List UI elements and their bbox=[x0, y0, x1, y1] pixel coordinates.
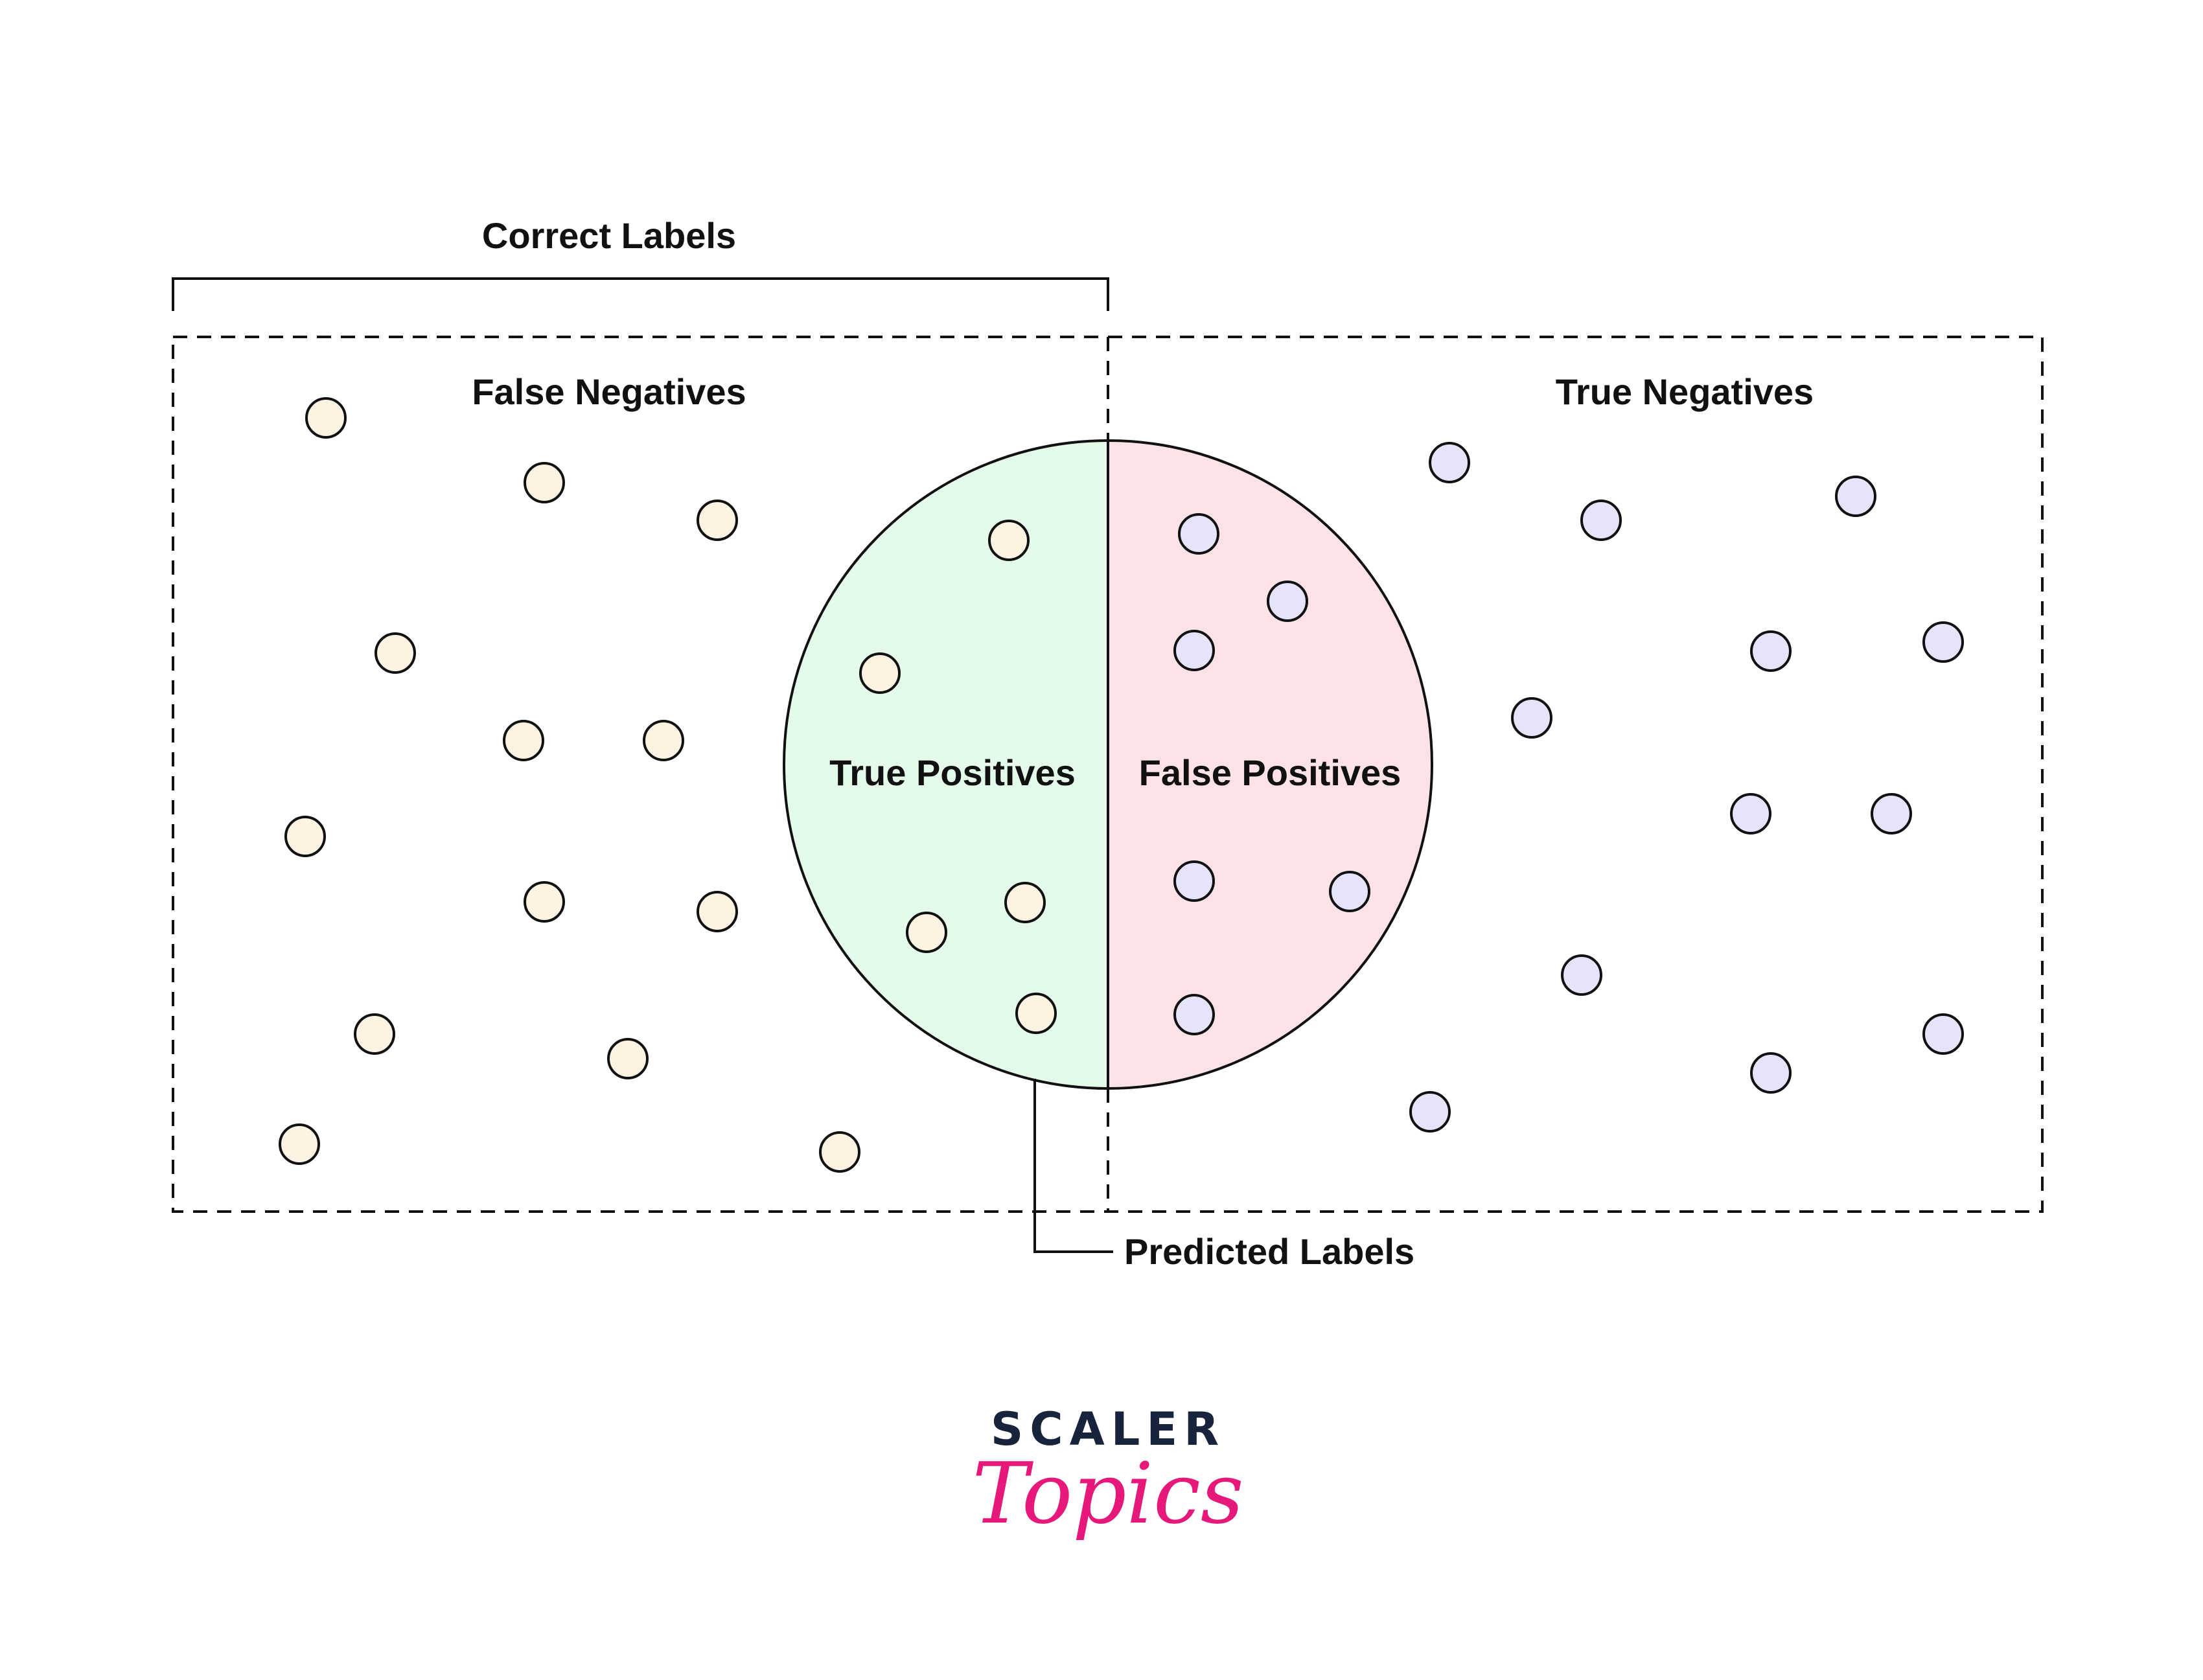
true-positive-point bbox=[906, 912, 947, 953]
false-negative-point bbox=[375, 632, 416, 674]
false-positive-point bbox=[1173, 994, 1215, 1035]
false-positive-point bbox=[1173, 630, 1215, 671]
true-positive-point bbox=[1015, 993, 1057, 1034]
false-positive-region bbox=[1108, 441, 1432, 1088]
true-negative-point bbox=[1750, 1052, 1792, 1094]
false-negative-point bbox=[819, 1131, 860, 1173]
true-negative-point bbox=[1429, 442, 1470, 483]
true-positive-point bbox=[859, 652, 901, 694]
true-negative-point bbox=[1730, 793, 1771, 834]
logo-scaler-text: SCALER bbox=[991, 1403, 1225, 1456]
true-negative-point bbox=[1922, 621, 1964, 663]
predicted-labels-title: Predicted Labels bbox=[1124, 1231, 1414, 1272]
logo-topics-text: Topics bbox=[972, 1444, 1243, 1543]
true-positive-point bbox=[988, 520, 1030, 561]
true-negative-point bbox=[1561, 954, 1602, 996]
scaler-topics-logo: SCALER Topics bbox=[972, 1403, 1243, 1543]
correct-labels-title: Correct Labels bbox=[482, 215, 736, 256]
true-positives-label: True Positives bbox=[829, 752, 1076, 793]
false-positive-point bbox=[1267, 581, 1308, 622]
sample-points bbox=[279, 397, 1964, 1173]
false-positive-point bbox=[1173, 860, 1215, 902]
false-negative-point bbox=[305, 397, 347, 439]
false-negative-point bbox=[643, 720, 684, 761]
true-negatives-label: True Negatives bbox=[1556, 371, 1814, 412]
true-negative-point bbox=[1750, 630, 1792, 672]
false-negative-point bbox=[607, 1038, 649, 1079]
false-positive-point bbox=[1329, 871, 1370, 912]
false-negative-point bbox=[284, 816, 326, 857]
false-negatives-label: False Negatives bbox=[472, 371, 746, 412]
true-positive-point bbox=[1004, 882, 1046, 923]
false-negative-point bbox=[354, 1013, 395, 1055]
true-negative-point bbox=[1580, 500, 1622, 541]
true-positive-region bbox=[784, 441, 1108, 1088]
true-negative-point bbox=[1409, 1091, 1451, 1133]
false-positives-label: False Positives bbox=[1139, 752, 1401, 793]
false-negative-point bbox=[697, 500, 738, 541]
true-negative-point bbox=[1871, 793, 1912, 834]
false-negative-point bbox=[279, 1123, 320, 1165]
false-negative-point bbox=[524, 462, 565, 503]
true-negative-point bbox=[1835, 476, 1876, 517]
false-negative-point bbox=[524, 881, 565, 923]
false-negative-point bbox=[503, 720, 544, 761]
false-negative-point bbox=[697, 891, 738, 932]
correct-labels-bracket bbox=[172, 277, 1109, 311]
false-positive-point bbox=[1178, 513, 1219, 555]
true-negative-point bbox=[1511, 697, 1552, 739]
true-negative-point bbox=[1922, 1013, 1964, 1055]
predicted-labels-pointer bbox=[1033, 1079, 1113, 1253]
